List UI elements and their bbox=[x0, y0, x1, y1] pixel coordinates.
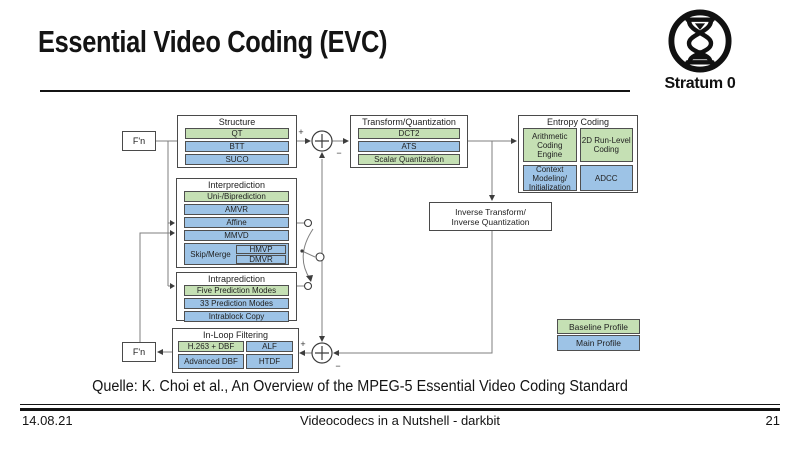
hourglass-icon bbox=[668, 9, 732, 73]
logo-text: Stratum 0 bbox=[664, 75, 736, 92]
tool-dct2: DCT2 bbox=[358, 128, 460, 139]
tool-qt: QT bbox=[185, 128, 289, 139]
tool-2d-run-level-coding: 2D Run-Level Coding bbox=[579, 128, 633, 162]
legend-main-profile: Main Profile bbox=[557, 335, 640, 351]
tool-adcc: ADCC bbox=[579, 165, 633, 191]
stratum0-logo: Stratum 0 bbox=[645, 8, 755, 93]
tool-amvr: AMVR bbox=[184, 204, 289, 215]
tool-skip-merge: Skip/Merge HMVP DMVR bbox=[184, 243, 289, 265]
adder-subtract-icon bbox=[311, 130, 333, 152]
footer-date: 14.08.21 bbox=[22, 413, 73, 428]
tool-intrablock-copy: Intrablock Copy bbox=[184, 311, 289, 322]
adder-sign-labels: + − + − bbox=[298, 127, 341, 371]
in-loop-filtering-box: In-Loop Filtering H.263 + DBF ALF Advanc… bbox=[172, 328, 299, 373]
tool-affine: Affine bbox=[184, 217, 289, 228]
adder1-plus-sign: + bbox=[298, 127, 303, 137]
entropy-title: Entropy Coding bbox=[546, 117, 610, 127]
tool-btt: BTT bbox=[185, 141, 289, 152]
source-caption: Quelle: K. Choi et al., An Overview of t… bbox=[92, 378, 628, 395]
tool-five-prediction-modes: Five Prediction Modes bbox=[184, 285, 289, 296]
tool-hmvp: HMVP bbox=[236, 245, 286, 254]
inverse-line1: Inverse Transform/ bbox=[455, 206, 526, 217]
tool-h263-dbf: H.263 + DBF bbox=[178, 341, 244, 352]
tool-scalar-quantization: Scalar Quantization bbox=[358, 154, 460, 165]
page-title: Essential Video Coding (EVC) bbox=[38, 24, 388, 59]
tool-mmvd: MMVD bbox=[184, 230, 289, 241]
structure-title: Structure bbox=[218, 117, 256, 127]
tool-suco: SUCO bbox=[185, 154, 289, 165]
structure-box: Structure QT BTT SUCO bbox=[177, 115, 297, 168]
interprediction-title: Interprediction bbox=[207, 180, 266, 190]
transform-quantization-box: Transform/Quantization DCT2 ATS Scalar Q… bbox=[350, 115, 468, 168]
tool-context-modeling: Context Modeling/ Initialization bbox=[523, 165, 577, 192]
footer-rule-thin bbox=[20, 404, 780, 405]
adder-reconstruct-icon bbox=[311, 342, 333, 364]
inverse-line2: Inverse Quantization bbox=[451, 216, 530, 227]
tool-33-prediction-modes: 33 Prediction Modes bbox=[184, 298, 289, 309]
prediction-switch-icon bbox=[300, 218, 325, 291]
tool-uni-biprediction: Uni-/Biprediction bbox=[184, 191, 289, 202]
frame-reconstructed-box: F'n bbox=[122, 342, 156, 362]
skip-merge-label: Skip/Merge bbox=[190, 249, 231, 259]
tool-alf: ALF bbox=[246, 341, 293, 352]
footer-page-number: 21 bbox=[765, 413, 780, 428]
transform-title: Transform/Quantization bbox=[362, 117, 456, 127]
footer-rule-thick bbox=[20, 408, 780, 411]
interprediction-box: Interprediction Uni-/Biprediction AMVR A… bbox=[176, 178, 297, 268]
arrowheads bbox=[157, 138, 517, 356]
tool-htdf: HTDF bbox=[246, 354, 293, 369]
entropy-coding-box: Entropy Coding Arithmetic Coding Engine … bbox=[518, 115, 638, 193]
intraprediction-box: Intraprediction Five Prediction Modes 33… bbox=[176, 272, 297, 322]
adder1-minus-sign: − bbox=[336, 148, 341, 158]
footer-title: Videocodecs in a Nutshell - darkbit bbox=[300, 413, 500, 428]
tool-ats: ATS bbox=[358, 141, 460, 152]
inloop-title: In-Loop Filtering bbox=[202, 330, 269, 340]
tool-arithmetic-coding-engine: Arithmetic Coding Engine bbox=[523, 128, 577, 162]
legend-baseline-profile: Baseline Profile bbox=[557, 319, 640, 334]
tool-advanced-dbf: Advanced DBF bbox=[178, 354, 244, 369]
frame-input-box: F'n bbox=[122, 131, 156, 151]
adder2-minus-sign: − bbox=[335, 361, 340, 371]
intraprediction-title: Intraprediction bbox=[207, 274, 266, 284]
adder2-plus-sign: + bbox=[300, 339, 305, 349]
title-underline bbox=[40, 90, 630, 92]
inverse-transform-box: Inverse Transform/ Inverse Quantization bbox=[429, 202, 552, 231]
connector-lines bbox=[139, 140, 511, 354]
tool-dmvr: DMVR bbox=[236, 255, 286, 264]
